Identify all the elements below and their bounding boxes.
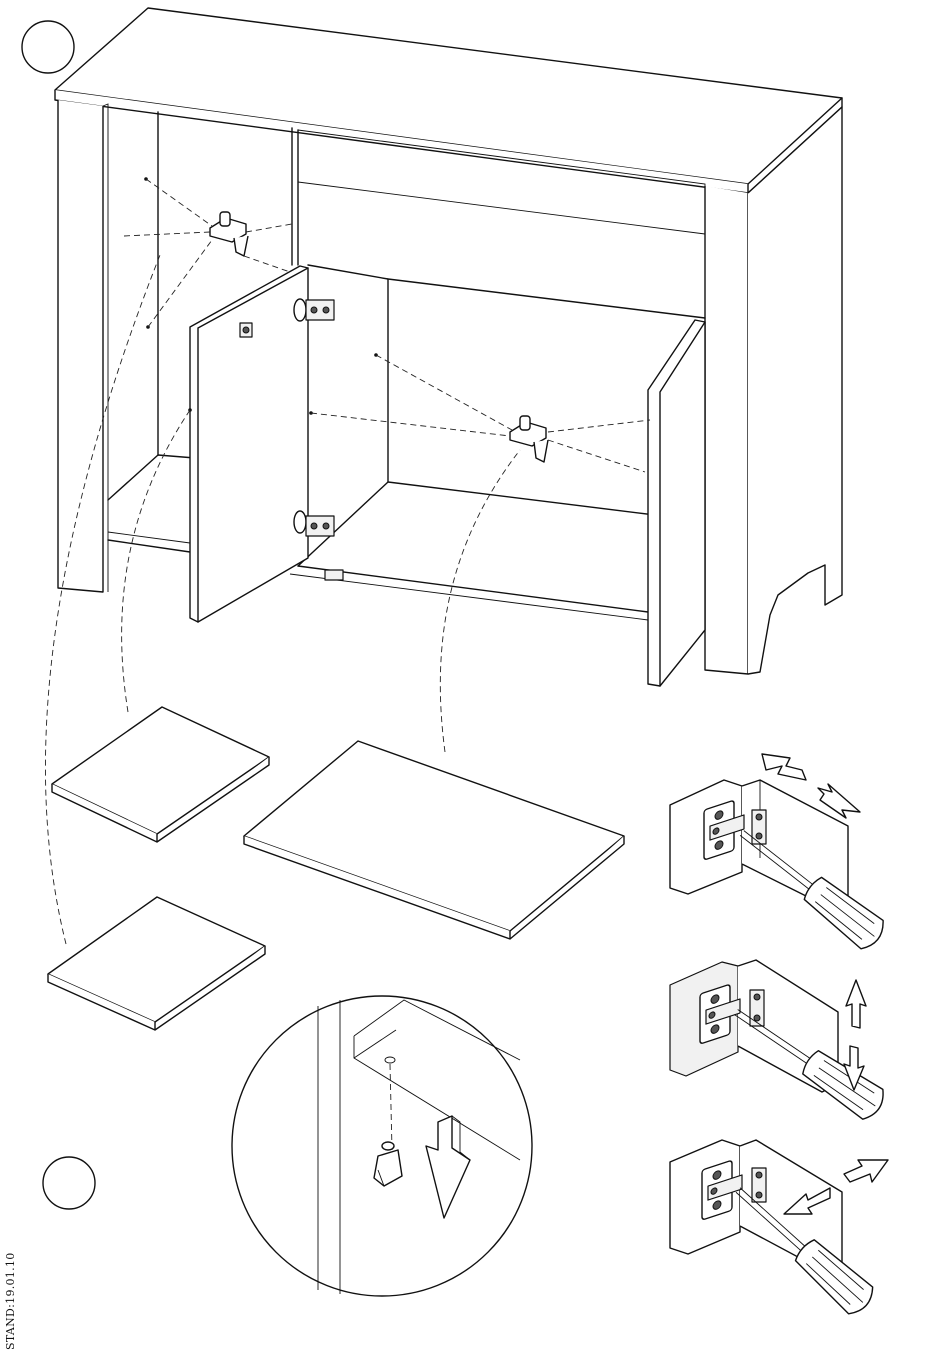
hinge-adjustment-side [670, 1140, 888, 1319]
shelf-board-large [244, 741, 624, 939]
shelf-pin-left [210, 212, 248, 256]
sideboard-cabinet [55, 8, 842, 686]
stand-date-label: STAND:19.01.10 [4, 1252, 17, 1350]
detail-magnifier [232, 996, 532, 1296]
step-marker-2 [43, 1157, 95, 1209]
hinge-adjustment-depth [670, 754, 889, 953]
shelf-board-small-1 [52, 707, 269, 842]
shelf-board-small-2 [48, 897, 265, 1030]
hinge-adjustment-height [670, 960, 889, 1123]
step-marker-1 [22, 21, 74, 73]
